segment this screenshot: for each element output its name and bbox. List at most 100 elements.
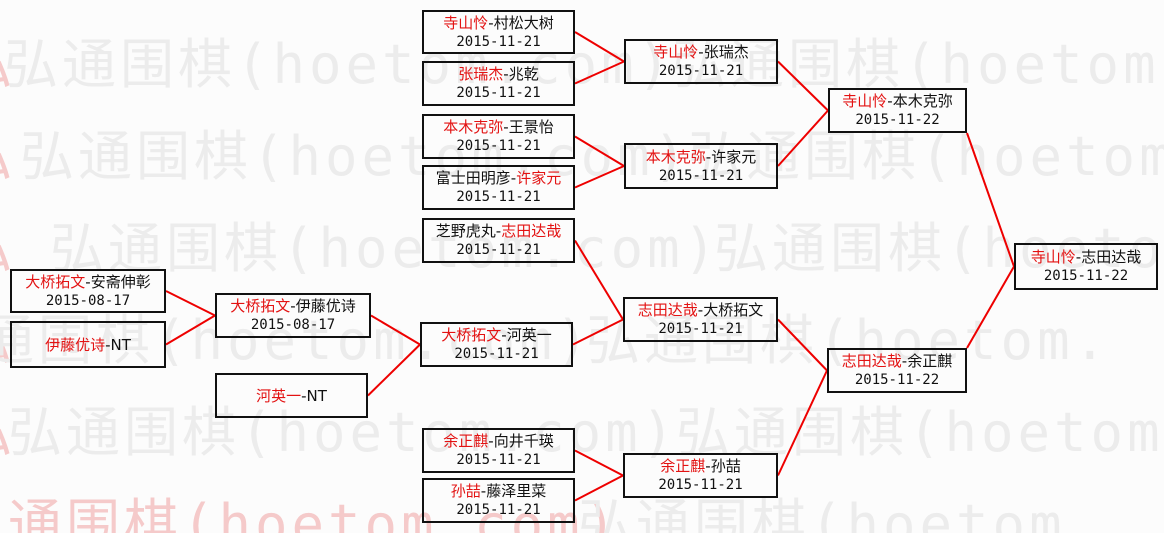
watermark-text: 弘通围棋(hoetom. xyxy=(688,125,1164,188)
player-name-loser: 许家元 xyxy=(711,147,757,166)
player-name-winner: 张瑞杰 xyxy=(458,65,504,83)
player-name-winner: 寺山怜 xyxy=(443,13,489,32)
match-date: 2015-11-22 xyxy=(855,112,940,128)
watermark-text: 弘通围棋(hoetom.com) xyxy=(4,33,675,96)
player-name-loser: 芝野虎丸 xyxy=(435,222,496,240)
watermark-text: 弘通围棋(hoetom. xyxy=(578,493,1103,533)
players-separator: - xyxy=(503,118,509,136)
players-separator: - xyxy=(290,297,296,315)
connector-line xyxy=(777,109,829,167)
match-date: 2015-11-21 xyxy=(658,477,743,493)
match-box-c7[interactable]: 余正麒-向井千瑛 2015-11-21 xyxy=(422,428,575,473)
players-separator: - xyxy=(1075,248,1082,266)
watermark-text: 弘通围棋(hoetom. xyxy=(676,401,1164,464)
players-separator: - xyxy=(488,432,494,450)
player-name-loser: 向井千瑛 xyxy=(493,432,554,450)
match-date: 2015-11-21 xyxy=(456,452,541,468)
players-separator: - xyxy=(480,482,487,500)
player-name-loser: NT xyxy=(110,335,131,354)
match-players: 河英一-NT xyxy=(256,386,327,406)
player-name-loser: 大桥拓文 xyxy=(703,301,764,319)
watermark-text: 弘 xyxy=(0,220,16,278)
match-date: 2015-08-17 xyxy=(45,292,131,309)
match-date: 2015-11-21 xyxy=(456,242,541,258)
player-name-winner: 余正麒 xyxy=(443,432,489,450)
watermark-text: 弘通围棋(hoetom.com) xyxy=(50,217,721,280)
match-date: 2015-11-21 xyxy=(456,138,541,154)
connector-line xyxy=(966,266,1015,349)
match-date: 2015-11-22 xyxy=(1043,268,1129,284)
player-name-loser: 藤泽里菜 xyxy=(486,482,547,500)
match-players: 寺山怜-张瑞杰 xyxy=(653,42,748,62)
player-name-winner: 大桥拓文 xyxy=(25,272,86,291)
players-separator: - xyxy=(887,92,893,110)
player-name-winner: 孙喆 xyxy=(450,482,481,500)
connector-line xyxy=(966,132,1015,267)
players-separator: - xyxy=(705,457,711,475)
connector-line xyxy=(574,239,624,321)
connector-line xyxy=(165,290,216,317)
match-box-c8[interactable]: 孙喆-藤泽里菜 2015-11-21 xyxy=(422,478,575,523)
match-players: 伊藤优诗-NT xyxy=(45,335,131,355)
player-name-loser: 本木克弥 xyxy=(892,92,953,110)
connector-line xyxy=(574,165,625,189)
players-separator: - xyxy=(85,272,91,291)
match-date: 2015-11-21 xyxy=(456,33,541,50)
match-players: 大桥拓文-河英一 xyxy=(441,325,551,345)
match-players: 志田达哉-余正麒 xyxy=(842,351,952,371)
player-name-winner: 余正麒 xyxy=(660,457,706,475)
players-separator: - xyxy=(503,65,509,83)
match-box-b2[interactable]: 河英一-NT xyxy=(215,373,368,418)
watermark-text: 弘通围棋(hoetom. xyxy=(714,217,1164,280)
players-separator: - xyxy=(705,147,712,166)
watermark-row: 弘通围棋(hoetom.com)弘通围棋(hoetom. xyxy=(0,496,1164,533)
players-separator: - xyxy=(698,43,704,61)
players-separator: - xyxy=(510,169,517,187)
connector-line xyxy=(574,135,625,167)
player-name-winner: 本木克弥 xyxy=(443,118,504,136)
player-name-winner: 本木克弥 xyxy=(645,147,706,166)
player-name-winner: 寺山怜 xyxy=(1030,248,1076,266)
player-name-winner: 许家元 xyxy=(516,169,562,187)
match-players: 芝野虎丸-志田达哉 xyxy=(436,221,561,241)
match-date: 2015-11-22 xyxy=(854,372,940,388)
connector-line xyxy=(574,60,625,85)
player-name-winner: 志田达哉 xyxy=(637,301,698,319)
watermark-row: 弘弘通围棋(hoetom.com)弘通围棋(hoetom. xyxy=(0,220,1164,280)
player-name-loser: 志田达哉 xyxy=(1081,248,1142,266)
player-name-loser: 富士田明彦 xyxy=(435,169,511,187)
match-date: 2015-11-21 xyxy=(456,502,541,518)
match-players: 志田达哉-大桥拓文 xyxy=(638,300,763,320)
match-box-a2[interactable]: 伊藤优诗-NT xyxy=(10,321,166,368)
player-name-loser: 张瑞杰 xyxy=(703,43,749,61)
watermark-text: 弘 xyxy=(0,128,16,186)
connector-line xyxy=(574,31,625,63)
players-separator: - xyxy=(488,13,494,32)
watermark-text: 弘 xyxy=(0,36,16,94)
match-date: 2015-11-21 xyxy=(658,321,743,337)
match-players: 张瑞杰-兆乾 xyxy=(458,64,538,84)
watermark-row: 弘弘通围棋(hoetom.com)弘通围棋(hoetom. xyxy=(0,128,1164,188)
player-name-loser: NT xyxy=(306,386,327,405)
player-name-winner: 伊藤优诗 xyxy=(45,335,106,354)
match-date: 2015-11-21 xyxy=(658,63,744,79)
match-players: 寺山怜-志田达哉 xyxy=(1031,247,1141,267)
match-players: 寺山怜-村松大树 xyxy=(443,13,553,33)
player-name-loser: 安斋伸彰 xyxy=(90,272,151,291)
